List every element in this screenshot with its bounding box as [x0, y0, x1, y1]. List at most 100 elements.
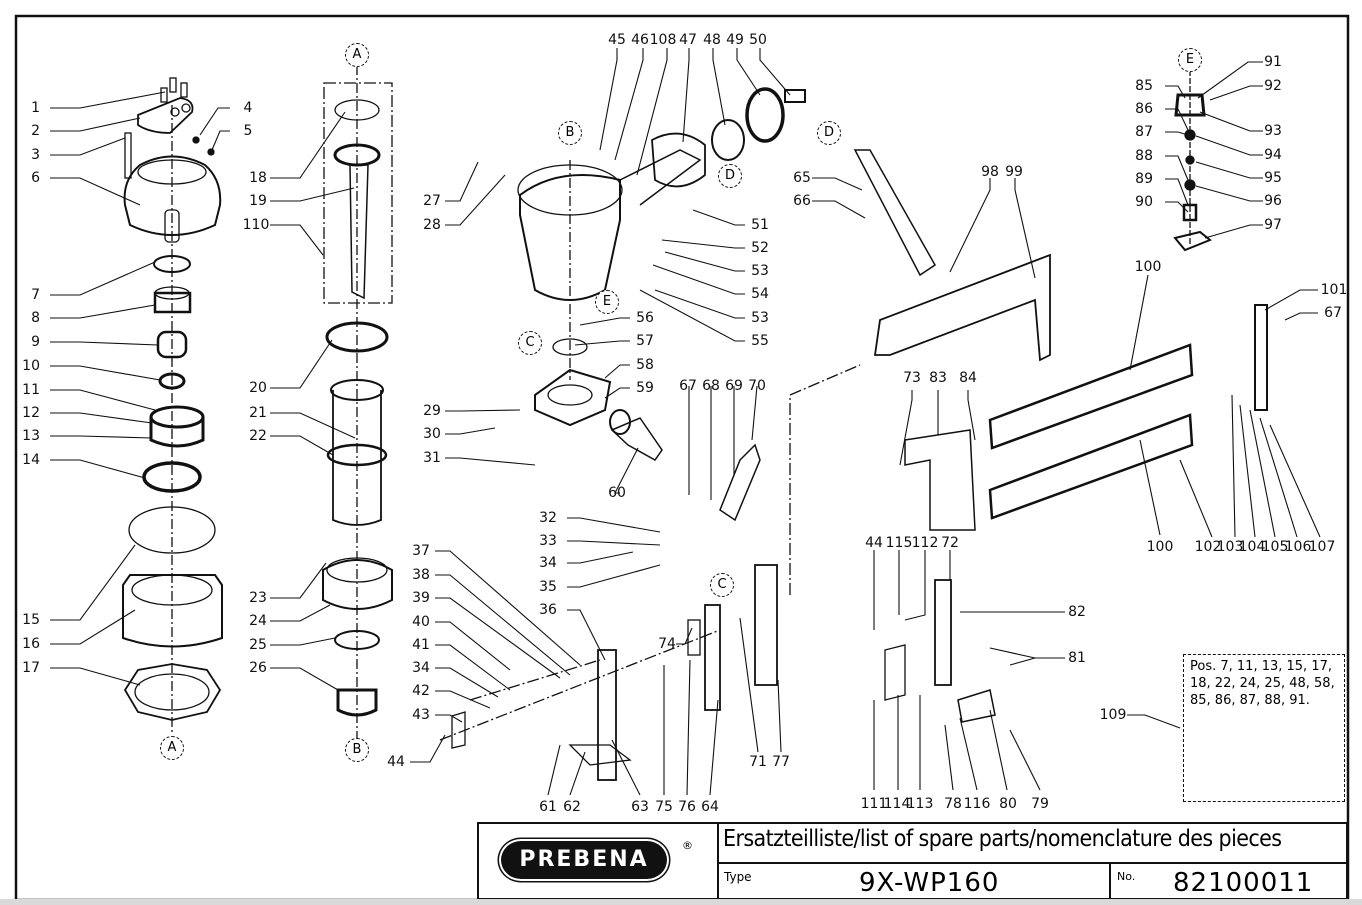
part-label: 59	[636, 380, 654, 396]
part-label: 116	[963, 796, 991, 812]
part-label: 71	[749, 754, 767, 770]
part-label: 75	[655, 799, 673, 815]
part-label: 66	[793, 193, 811, 209]
part-label: 60	[608, 485, 626, 501]
part-label: 45	[608, 32, 626, 48]
part-label: 12	[22, 405, 40, 421]
part-label: 103	[1216, 539, 1244, 555]
part-label: 97	[1264, 217, 1282, 233]
part-label: 100	[1134, 259, 1162, 275]
part-label: 28	[423, 217, 441, 233]
part-label: 99	[1005, 164, 1023, 180]
part-label: 98	[981, 164, 999, 180]
part-label: 80	[999, 796, 1017, 812]
part-label: 8	[31, 310, 40, 326]
callout-d-magazine: D	[817, 121, 841, 145]
part-label: 94	[1264, 147, 1282, 163]
part-label: 11	[22, 382, 40, 398]
number-value: 82100011	[1173, 868, 1314, 898]
part-label: 51	[751, 217, 769, 233]
part-label: 16	[22, 636, 40, 652]
part-label: 40	[412, 614, 430, 630]
prebena-logo: PREBENA	[501, 841, 667, 879]
type-value: 9X-WP160	[859, 868, 1000, 898]
part-label: 31	[423, 450, 441, 466]
part-label: 65	[793, 170, 811, 186]
part-label: 78	[944, 796, 962, 812]
part-label: 106	[1284, 539, 1312, 555]
callout-b-body: B	[558, 121, 582, 145]
part-label: 74	[658, 636, 676, 652]
callout-c-mech: C	[710, 573, 734, 597]
part-label: 82	[1068, 604, 1086, 620]
part-label: 112	[911, 535, 939, 551]
part-label: 53	[751, 310, 769, 326]
logo-cell: PREBENA ®	[479, 824, 719, 898]
part-label: 67	[679, 378, 697, 394]
part-label: 81	[1068, 650, 1086, 666]
part-label: 73	[903, 370, 921, 386]
part-label: 18	[249, 170, 267, 186]
part-label: 114	[883, 796, 911, 812]
part-label: 67	[1324, 305, 1342, 321]
callout-e-valve: E	[1178, 48, 1202, 72]
part-label: 77	[772, 754, 790, 770]
part-label: 91	[1264, 54, 1282, 70]
part-label: 102	[1194, 539, 1222, 555]
part-label: 44	[865, 535, 883, 551]
part-label: 21	[249, 405, 267, 421]
part-label: 57	[636, 333, 654, 349]
part-label: 93	[1264, 123, 1282, 139]
part-label: 14	[22, 452, 40, 468]
part-label: 115	[885, 535, 913, 551]
part-label: 113	[906, 796, 934, 812]
callout-e-body: E	[595, 290, 619, 314]
part-label: 6	[31, 170, 40, 186]
part-label: 72	[941, 535, 959, 551]
part-label: 10	[22, 358, 40, 374]
title-block: PREBENA ® Ersatzteilliste/list of spare …	[477, 822, 1348, 900]
logo-text: PREBENA	[519, 847, 649, 872]
part-label: 32	[539, 510, 557, 526]
part-label: 36	[539, 602, 557, 618]
part-label: 62	[563, 799, 581, 815]
callout-a-top: A	[345, 43, 369, 67]
part-label: 20	[249, 380, 267, 396]
part-label: 44	[387, 754, 405, 770]
part-label: 30	[423, 426, 441, 442]
part-label: 27	[423, 193, 441, 209]
part-label: 50	[749, 32, 767, 48]
part-label: 53	[751, 263, 769, 279]
part-label: 85	[1135, 78, 1153, 94]
part-label: 42	[412, 683, 430, 699]
part-label: 56	[636, 310, 654, 326]
part-label: 2	[31, 123, 40, 139]
seal-kit-note: Pos. 7, 11, 13, 15, 17, 18, 22, 24, 25, …	[1190, 659, 1335, 708]
part-label: 105	[1261, 539, 1289, 555]
title-divider	[717, 862, 1346, 864]
part-label: 54	[751, 286, 769, 302]
part-label-109: 109	[1099, 707, 1127, 723]
part-label: 26	[249, 660, 267, 676]
part-label: 41	[412, 637, 430, 653]
part-label: 29	[423, 403, 441, 419]
part-label: 37	[412, 543, 430, 559]
registered-mark: ®	[682, 839, 693, 852]
part-label: 110	[242, 217, 270, 233]
part-label: 22	[249, 428, 267, 444]
seal-kit-box: Pos. 7, 11, 13, 15, 17, 18, 22, 24, 25, …	[1183, 654, 1345, 802]
part-label: 96	[1264, 193, 1282, 209]
callout-d-body: D	[718, 164, 742, 188]
part-label: 87	[1135, 124, 1153, 140]
part-label: 58	[636, 357, 654, 373]
part-label: 95	[1264, 170, 1282, 186]
type-label: Type	[724, 870, 752, 884]
part-label: 76	[678, 799, 696, 815]
part-label: 5	[243, 123, 253, 139]
part-label: 38	[412, 567, 430, 583]
part-label: 15	[22, 612, 40, 628]
callout-a-bottom: A	[160, 736, 184, 760]
part-label: 84	[959, 370, 977, 386]
part-label: 61	[539, 799, 557, 815]
